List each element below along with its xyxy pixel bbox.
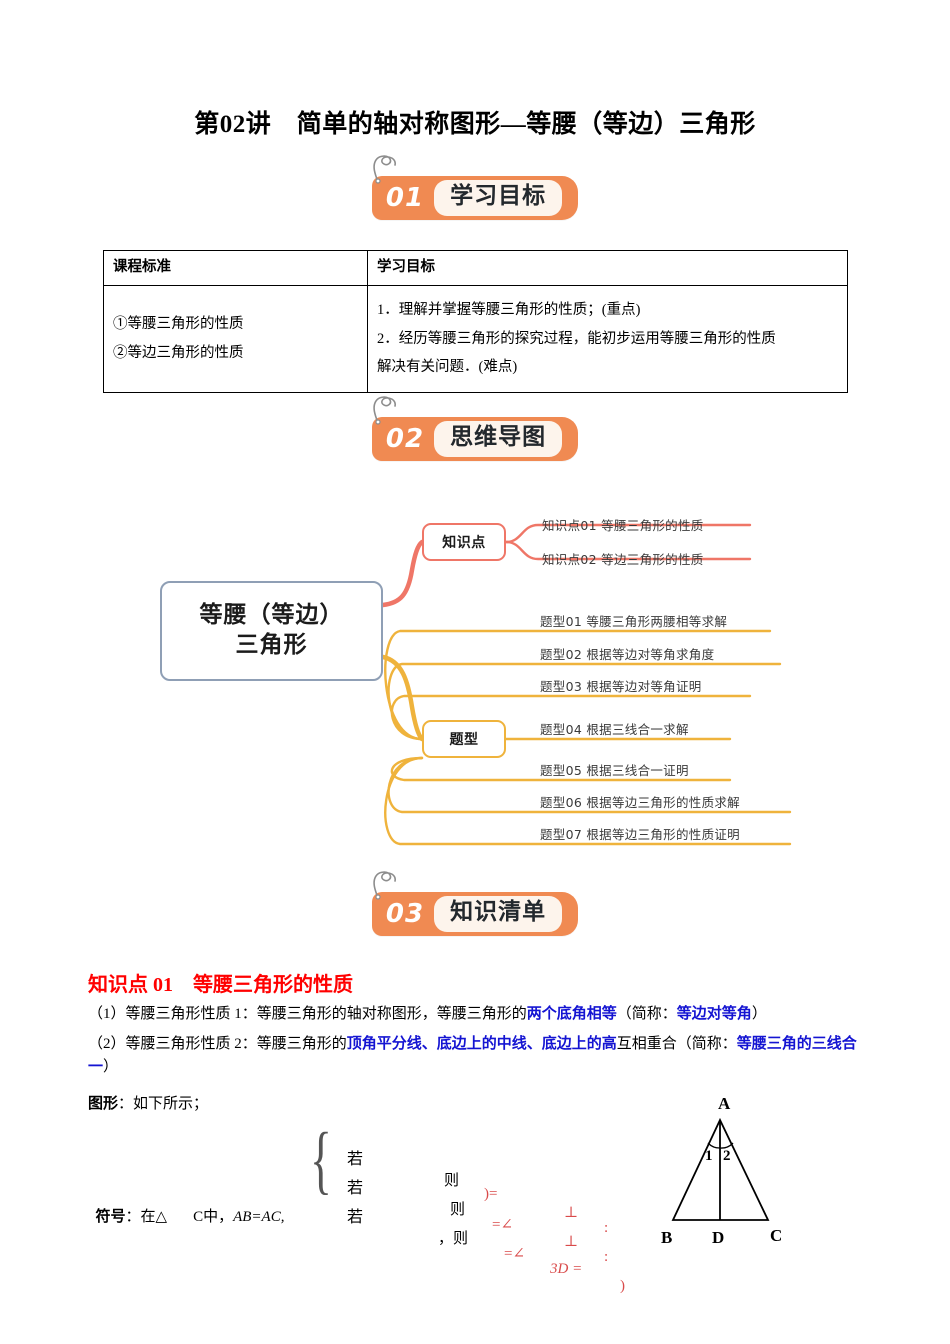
property-2-suffix: ）: [103, 1059, 119, 1076]
goal-line: 2．经历等腰三角形的探究过程，能初步运用等腰三角形的性质: [377, 330, 776, 347]
formula-brace-block: { 若 则 )= ⊥ : 若 则 =∠ ⊥ : 若 ，则 =∠ 3D = ): [310, 1122, 640, 1294]
mindmap-branch-knowledge: 知识点: [422, 523, 506, 561]
mindmap-leaf: 题型03 根据等边对等角证明: [540, 679, 702, 694]
figure-label-rest: ：如下所示；: [118, 1096, 209, 1112]
formula-perp: ⊥: [564, 1234, 579, 1250]
objectives-table: 课程标准 学习目标 ①等腰三角形的性质 ②等边三角形的性质 1．理解并掌握等腰三…: [103, 250, 848, 393]
symbol-label: 符号: [95, 1209, 126, 1225]
goal-line: 解决有关问题．(难点): [377, 358, 518, 375]
symbol-text-a: ：在△: [125, 1209, 168, 1225]
property-1-prefix: （1）等腰三角形性质 1：等腰三角形的轴对称图形，等腰三角形的: [88, 1006, 527, 1022]
formula-then: ，则: [438, 1231, 469, 1247]
mindmap: 等腰（等边） 三角形 知识点 知识点01 等腰三角形的性质 知识点02 等边三角…: [150, 485, 810, 885]
knowledge-point-heading: 知识点 01 等腰三角形的性质: [88, 974, 353, 996]
formula-then: 则: [450, 1202, 466, 1218]
section-badge-02: 02 思维导图: [0, 396, 950, 477]
table-row: ①等腰三角形的性质 ②等边三角形的性质 1．理解并掌握等腰三角形的性质；(重点)…: [103, 284, 848, 393]
formula-tail: :: [604, 1249, 609, 1265]
property-2-highlight-2: 等腰三角的三线合一: [88, 1036, 857, 1076]
angle-label-1: 1: [705, 1148, 713, 1164]
standard-cell: ①等腰三角形的性质 ②等边三角形的性质: [103, 284, 368, 393]
property-2-highlight-1: 顶角平分线、底边上的中线、底边上的高: [346, 1036, 617, 1052]
section-badge-01: 01 学习目标: [0, 155, 950, 236]
left-brace-glyph: {: [310, 1118, 332, 1202]
mindmap-leaf: 知识点01 等腰三角形的性质: [542, 518, 704, 533]
formula-if: 若: [347, 1180, 364, 1197]
symbol-text-b: C中，: [193, 1209, 234, 1225]
standard-line: ②等边三角形的性质: [113, 344, 244, 361]
column-header-goal: 学习目标: [367, 250, 848, 286]
figure-label-bold: 图形: [88, 1096, 119, 1112]
standard-line: ①等腰三角形的性质: [113, 316, 244, 333]
figure-label-line: 图形：如下所示；: [88, 1093, 208, 1116]
mindmap-root-node: 等腰（等边） 三角形: [160, 581, 383, 681]
section-number: 01: [385, 183, 425, 213]
table-header-row: 课程标准 学习目标: [103, 250, 848, 286]
property-1-suffix: ）: [751, 1006, 767, 1022]
section-number: 03: [385, 899, 425, 929]
tag-hook-icon: [373, 155, 396, 184]
section-label: 思维导图: [434, 421, 563, 457]
mindmap-leaf: 题型01 等腰三角形两腰相等求解: [540, 614, 728, 629]
formula-row: 若 则 )= ⊥ :: [332, 1128, 640, 1236]
symbol-text-c: AB=AC,: [233, 1209, 285, 1225]
property-2-line: （2）等腰三角形性质 2：等腰三角形的顶角平分线、底边上的中线、底边上的高互相重…: [88, 1033, 858, 1080]
section-label: 知识清单: [434, 896, 563, 932]
isosceles-triangle-diagram: [671, 1117, 770, 1221]
property-2-mid: 互相重合（简称：: [616, 1036, 737, 1052]
formula-row: 若 ，则 =∠ 3D = ): [332, 1186, 640, 1294]
mindmap-leaf: 题型05 根据三线合一证明: [540, 763, 689, 778]
badge-notch: [564, 904, 573, 924]
formula-tail: :: [604, 1220, 609, 1236]
mindmap-leaf: 题型07 根据等边三角形的性质证明: [540, 827, 740, 842]
formula-eq: )=: [484, 1186, 498, 1202]
formula-eq: =∠: [504, 1246, 526, 1262]
formula-perp: ⊥: [564, 1205, 579, 1221]
formula-tail: ): [620, 1278, 625, 1294]
mindmap-connectors: [380, 523, 792, 846]
mindmap-branch-label: 知识点: [442, 535, 486, 551]
vertex-label-a: A: [718, 1094, 731, 1113]
property-1-highlight-1: 两个底角相等: [526, 1006, 617, 1022]
formula-if: 若: [347, 1151, 364, 1168]
page-title: 第02讲 简单的轴对称图形—等腰（等边）三角形: [194, 111, 756, 138]
mindmap-branch-problem-types: 题型: [422, 720, 506, 758]
goal-line: 1．理解并掌握等腰三角形的性质；(重点): [377, 302, 641, 319]
property-2-prefix: （2）等腰三角形性质 2：等腰三角形的: [88, 1036, 347, 1052]
property-1-line: （1）等腰三角形性质 1：等腰三角形的轴对称图形，等腰三角形的两个底角相等（简称…: [88, 1003, 767, 1026]
section-label: 学习目标: [434, 180, 563, 216]
badge-notch: [564, 188, 573, 208]
vertex-label-d: D: [712, 1228, 725, 1247]
mindmap-root-label: 等腰（等边） 三角形: [199, 602, 344, 658]
mindmap-branch-label: 题型: [449, 732, 479, 748]
formula-if: 若: [347, 1209, 364, 1226]
formula-eq: =∠: [492, 1217, 514, 1233]
mindmap-leaf: 题型04 根据三线合一求解: [540, 722, 689, 737]
mindmap-leaf: 题型06 根据等边三角形的性质求解: [540, 795, 740, 810]
triangle-figure: A B C D 1 2: [648, 1094, 868, 1283]
column-header-standard: 课程标准: [103, 250, 368, 286]
goal-cell: 1．理解并掌握等腰三角形的性质；(重点) 2．经历等腰三角形的探究过程，能初步运…: [367, 284, 848, 393]
property-1-highlight-2: 等边对等角: [676, 1006, 752, 1022]
mindmap-leaf: 知识点02 等边三角形的性质: [542, 552, 704, 567]
mindmap-leaf: 题型02 根据等边对等角求角度: [540, 647, 715, 662]
formula-then: 则: [444, 1173, 460, 1189]
formula-row: 若 则 =∠ ⊥ :: [332, 1157, 640, 1265]
formula-eq-2: 3D =: [550, 1261, 583, 1277]
property-1-mid: （简称：: [616, 1006, 677, 1022]
angle-label-2: 2: [723, 1148, 731, 1164]
section-badge-03: 03 知识清单: [0, 871, 950, 952]
tag-hook-icon: [373, 396, 396, 425]
section-number: 02: [385, 424, 425, 454]
badge-notch: [564, 429, 573, 449]
vertex-label-c: C: [770, 1226, 783, 1245]
symbol-line: 符号：在△ C中，AB=AC,: [88, 1188, 285, 1226]
vertex-label-b: B: [661, 1228, 673, 1247]
